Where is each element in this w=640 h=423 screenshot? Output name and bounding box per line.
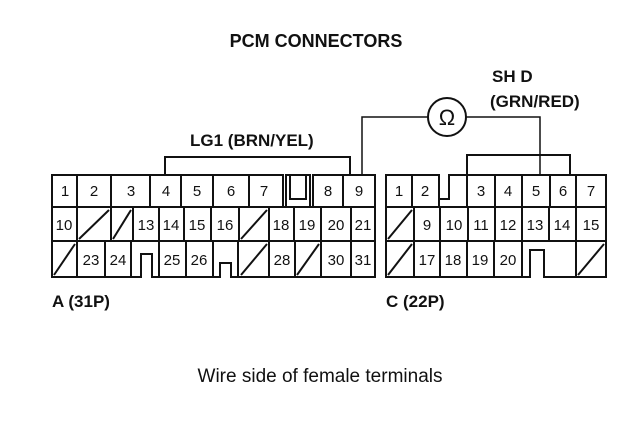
pin-number: 31 [355,252,372,269]
blank-slash [78,209,110,240]
connector-c-blanks [387,209,605,276]
pin-number: 14 [163,217,180,234]
blank-slash [240,209,268,240]
pin-number: 15 [189,217,206,234]
pin-cell [104,240,132,278]
blank-slash [577,243,605,276]
pin-number: 16 [217,217,234,234]
pin-number: 4 [504,183,512,200]
pin-number: 15 [583,217,600,234]
pin-number: 20 [328,217,345,234]
pin-number: 7 [587,183,595,200]
pin-number: 2 [90,183,98,200]
connector-c-pin-numbers: 1 2 3 4 5 6 7 9 10 11 12 13 14 15 17 18 … [395,183,600,269]
connector-c-label: C (22P) [386,292,445,311]
pin-number: 3 [477,183,485,200]
pin-number: 5 [532,183,540,200]
sh-d-wire-color: (GRN/RED) [490,92,580,111]
pin-number: 11 [473,217,489,234]
pin-cell [350,240,376,278]
sh-d-label: SH D [492,67,533,86]
lg1-label: LG1 (BRN/YEL) [190,131,314,150]
pin-number: 24 [110,252,127,269]
pin-number: 13 [138,217,155,234]
ohm-symbol: Ω [439,105,455,130]
pin-number: 5 [193,183,201,200]
pin-number: 10 [446,217,463,234]
pin-number: 19 [472,252,489,269]
pin-number: 13 [527,217,544,234]
pin-cell [575,240,607,278]
pin-number: 3 [127,183,135,200]
pin-cell [185,240,214,278]
pin-number: 26 [191,252,208,269]
connector-c: 1 2 3 4 5 6 7 9 10 11 12 13 14 15 17 18 … [385,154,607,311]
pin-number: 19 [299,217,316,234]
blank-slash [112,209,132,240]
pin-number: 30 [328,252,345,269]
connector-a: 1 2 3 4 5 6 7 8 9 10 13 14 15 16 18 19 2… [51,156,376,311]
blank-slash [240,243,268,276]
diagram-title: PCM CONNECTORS [230,31,403,51]
blank-slash [53,243,76,276]
pin-number: 2 [421,183,429,200]
connector-a-cells [51,174,376,278]
pin-number: 8 [324,183,332,200]
pin-number: 6 [227,183,235,200]
pin-number: 10 [56,217,73,234]
blank-slash [387,209,413,240]
connector-a-key [131,156,351,278]
pin-number: 25 [164,252,181,269]
pin-number: 9 [423,217,431,234]
probe-wire-lg1 [361,116,428,175]
connector-c-key [438,154,576,278]
pin-number: 20 [500,252,517,269]
pin-number: 21 [355,217,372,234]
connector-a-label: A (31P) [52,292,110,311]
pin-number: 7 [260,183,268,200]
pin-number: 28 [274,252,291,269]
pin-number: 1 [395,183,403,200]
blank-slash [387,243,413,276]
connector-a-pin-numbers: 1 2 3 4 5 6 7 8 9 10 13 14 15 16 18 19 2… [56,183,372,269]
pin-number: 23 [83,252,100,269]
pin-number: 6 [559,183,567,200]
connector-c-cells [385,174,607,278]
pin-number: 17 [419,252,436,269]
pin-number: 14 [554,217,571,234]
pin-number: 18 [273,217,290,234]
pin-number: 12 [500,217,517,234]
probe-wire-sh-d [466,116,541,175]
blank-slash [296,243,320,276]
pin-number: 1 [61,183,69,200]
pin-cell [493,240,523,278]
pin-number: 9 [355,183,363,200]
diagram-caption: Wire side of female terminals [198,366,443,387]
ohmmeter-icon: Ω [427,97,467,137]
connector-a-blanks [53,209,320,276]
pin-number: 18 [445,252,462,269]
pin-number: 4 [162,183,170,200]
